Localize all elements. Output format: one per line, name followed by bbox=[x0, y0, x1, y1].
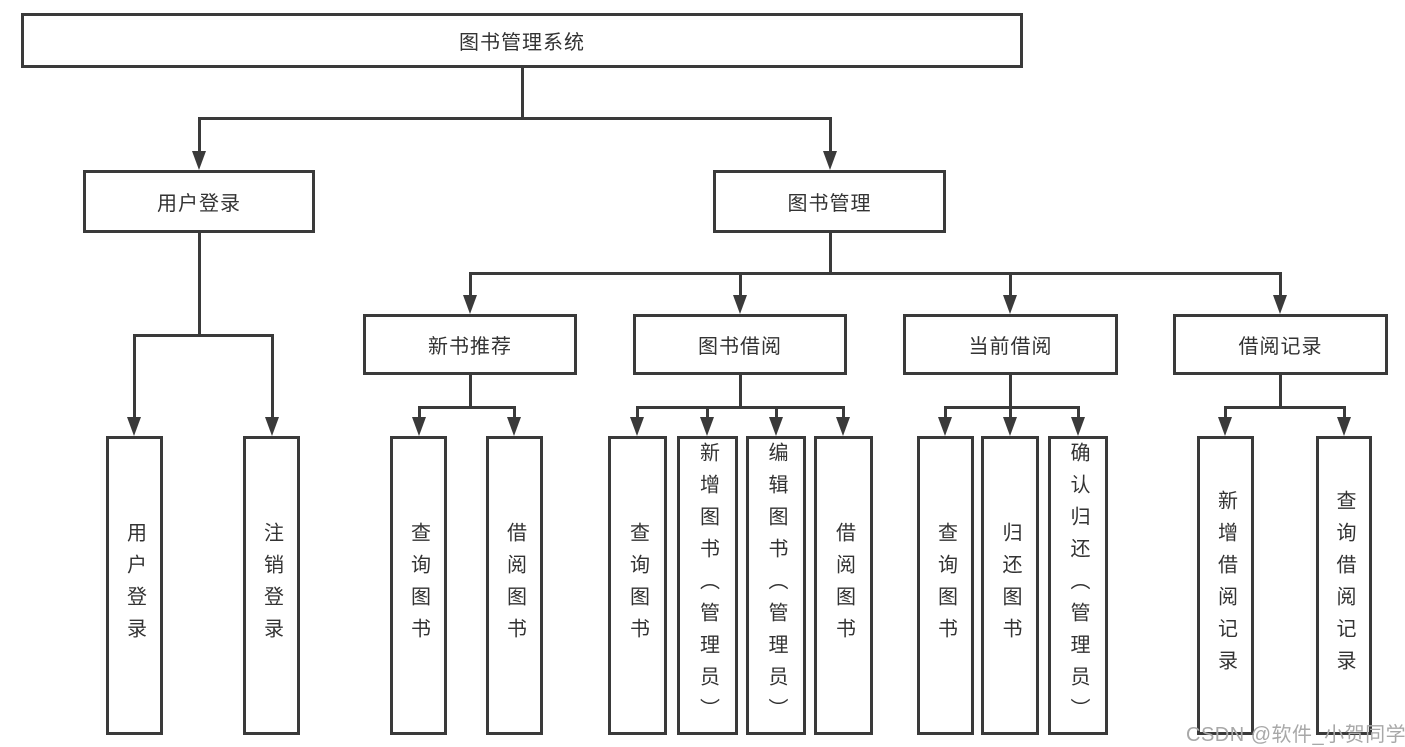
connector-drop bbox=[418, 406, 421, 418]
node-current-borrow-label: 当前借阅 bbox=[968, 336, 1053, 358]
arrow-down-icon bbox=[938, 417, 952, 436]
arrow-down-icon bbox=[1273, 295, 1287, 314]
connector-drop-book-management bbox=[829, 117, 832, 153]
arrow-down-icon bbox=[1071, 417, 1085, 436]
connector-user-login-trunk bbox=[198, 233, 201, 336]
node-user-login-label: 用户登录 bbox=[157, 193, 241, 215]
leaf-borrow-books-label: 借阅图书 bbox=[832, 521, 855, 650]
connector-drop bbox=[636, 406, 639, 418]
leaf-add-borrow-record: 新增借阅记录 bbox=[1197, 436, 1254, 735]
connector-drop bbox=[1077, 406, 1080, 418]
connector-drop-leaf-logout bbox=[271, 334, 274, 418]
arrow-down-icon bbox=[630, 417, 644, 436]
leaf-user-login: 用户登录 bbox=[106, 436, 163, 735]
connector-drop bbox=[706, 406, 709, 418]
leaf-add-books-admin: 新增图书（管理员） bbox=[677, 436, 738, 735]
leaf-recommend-query-books: 查询图书 bbox=[390, 436, 447, 735]
node-borrow-record: 借阅记录 bbox=[1173, 314, 1388, 375]
leaf-current-query-books-label: 查询图书 bbox=[934, 521, 957, 650]
connector-drop bbox=[1009, 406, 1012, 418]
leaf-current-query-books: 查询图书 bbox=[917, 436, 974, 735]
connector-root-branch bbox=[198, 117, 832, 120]
arrow-down-icon bbox=[412, 417, 426, 436]
node-user-login: 用户登录 bbox=[83, 170, 315, 233]
connector-user-login-branch bbox=[133, 334, 274, 337]
arrow-down-icon bbox=[769, 417, 783, 436]
leaf-borrow-books: 借阅图书 bbox=[814, 436, 873, 735]
leaf-query-borrow-record-label: 查询借阅记录 bbox=[1333, 489, 1355, 682]
arrow-down-icon bbox=[127, 417, 141, 436]
leaf-return-books-label: 归还图书 bbox=[999, 521, 1021, 650]
csdn-watermark: CSDN @软件_小贺同学 bbox=[1186, 724, 1405, 746]
leaf-recommend-borrow-books-label: 借阅图书 bbox=[503, 521, 526, 650]
connector-drop-user-login bbox=[198, 117, 201, 153]
node-new-book-recommend: 新书推荐 bbox=[363, 314, 577, 375]
arrow-down-icon bbox=[700, 417, 714, 436]
connector-book-management-trunk bbox=[829, 233, 832, 274]
connector-borrow-record-trunk bbox=[1279, 375, 1282, 408]
connector-book-borrow-trunk bbox=[739, 375, 742, 408]
connector-drop-borrow-record bbox=[1279, 272, 1282, 296]
connector-book-borrow-branch bbox=[636, 406, 845, 409]
connector-drop-new-book-recommend bbox=[469, 272, 472, 296]
arrow-down-icon bbox=[1218, 417, 1232, 436]
connector-borrow-record-branch bbox=[1224, 406, 1346, 409]
arrow-down-icon bbox=[836, 417, 850, 436]
connector-book-management-branch bbox=[469, 272, 1282, 275]
connector-current-borrow-trunk bbox=[1009, 375, 1012, 408]
node-book-management-label: 图书管理 bbox=[787, 193, 872, 215]
leaf-recommend-query-books-label: 查询图书 bbox=[407, 521, 430, 650]
arrow-down-icon bbox=[192, 151, 206, 170]
connector-current-borrow-branch bbox=[944, 406, 1080, 409]
leaf-confirm-return-admin: 确认归还（管理员） bbox=[1048, 436, 1108, 735]
arrow-down-icon bbox=[265, 417, 279, 436]
arrow-down-icon bbox=[733, 295, 747, 314]
leaf-logout-label: 注销登录 bbox=[260, 521, 283, 650]
leaf-logout: 注销登录 bbox=[243, 436, 300, 735]
connector-drop bbox=[775, 406, 778, 418]
arrow-down-icon bbox=[463, 295, 477, 314]
connector-drop bbox=[1224, 406, 1227, 418]
leaf-query-borrow-record: 查询借阅记录 bbox=[1316, 436, 1372, 735]
leaf-confirm-return-admin-label: 确认归还（管理员） bbox=[1067, 441, 1089, 730]
leaf-user-login-label: 用户登录 bbox=[123, 521, 146, 650]
leaf-edit-books-admin: 编辑图书（管理员） bbox=[746, 436, 806, 735]
connector-drop-leaf-user-login bbox=[133, 334, 136, 418]
leaf-add-borrow-record-label: 新增借阅记录 bbox=[1214, 489, 1237, 682]
connector-drop bbox=[513, 406, 516, 418]
arrow-down-icon bbox=[1337, 417, 1351, 436]
connector-drop bbox=[842, 406, 845, 418]
leaf-return-books: 归还图书 bbox=[981, 436, 1039, 735]
node-book-borrow-label: 图书借阅 bbox=[698, 336, 782, 358]
leaf-borrow-query-books-label: 查询图书 bbox=[626, 521, 649, 650]
connector-drop bbox=[1343, 406, 1346, 418]
connector-drop-book-borrow bbox=[739, 272, 742, 296]
node-root: 图书管理系统 bbox=[21, 13, 1023, 68]
leaf-edit-books-admin-label: 编辑图书（管理员） bbox=[765, 441, 787, 730]
arrow-down-icon bbox=[823, 151, 837, 170]
arrow-down-icon bbox=[1003, 417, 1017, 436]
node-borrow-record-label: 借阅记录 bbox=[1238, 336, 1323, 358]
node-book-borrow: 图书借阅 bbox=[633, 314, 847, 375]
connector-drop-current-borrow bbox=[1009, 272, 1012, 296]
node-new-book-recommend-label: 新书推荐 bbox=[428, 336, 512, 358]
connector-recommend-branch bbox=[418, 406, 516, 409]
node-current-borrow: 当前借阅 bbox=[903, 314, 1118, 375]
leaf-recommend-borrow-books: 借阅图书 bbox=[486, 436, 543, 735]
leaf-add-books-admin-label: 新增图书（管理员） bbox=[696, 441, 719, 730]
connector-root-trunk bbox=[521, 68, 524, 120]
connector-recommend-trunk bbox=[469, 375, 472, 408]
arrow-down-icon bbox=[1003, 295, 1017, 314]
connector-drop bbox=[944, 406, 947, 418]
node-root-label: 图书管理系统 bbox=[459, 32, 585, 54]
node-book-management: 图书管理 bbox=[713, 170, 946, 233]
arrow-down-icon bbox=[507, 417, 521, 436]
leaf-borrow-query-books: 查询图书 bbox=[608, 436, 667, 735]
